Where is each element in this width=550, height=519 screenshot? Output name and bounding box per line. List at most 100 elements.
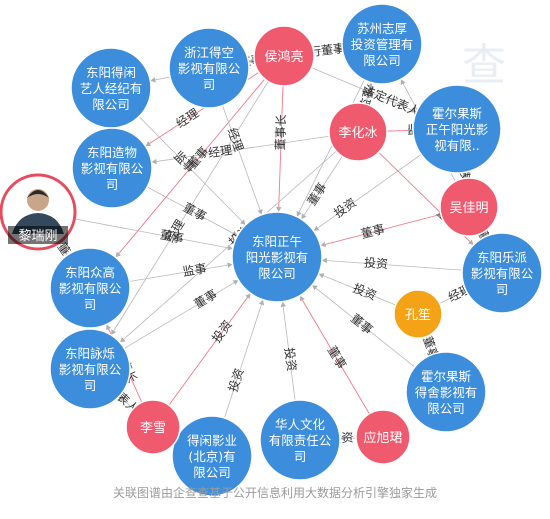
node-circle — [253, 25, 315, 87]
edge-label: 监事 — [182, 261, 208, 279]
edge-arrow — [227, 262, 233, 268]
node-lixue[interactable]: 李雪 — [125, 399, 181, 455]
edge-houhongliang-zhonggao — [89, 55, 285, 289]
edge-arrow — [318, 273, 325, 279]
node-label: 司 — [84, 297, 97, 312]
node-label: 东阳造物 — [87, 145, 137, 160]
node-label: 黎瑞刚 — [18, 229, 57, 244]
node-houhongliang[interactable]: 侯鸿亮 — [253, 25, 315, 87]
edge-arrow — [460, 290, 467, 296]
edge-arrow — [231, 230, 238, 236]
edge-arrow — [119, 337, 126, 343]
edge-label: 董事 — [359, 222, 386, 242]
node-label: 限公司 — [258, 266, 296, 281]
edge-arrow — [275, 206, 282, 213]
edge-label: 董事 — [348, 311, 376, 337]
edge-arrow — [145, 141, 152, 147]
edge-arrow — [240, 219, 246, 225]
node-label: 正午阳光影 — [426, 122, 489, 137]
edge-arrow — [461, 172, 468, 178]
node-circle — [461, 232, 543, 314]
node-circle — [355, 409, 411, 465]
node-label: 司 — [496, 282, 509, 297]
node-label: 李雪 — [140, 421, 166, 436]
edge-label: 投资 — [331, 194, 359, 220]
edge-arrow — [301, 213, 307, 220]
node-label: 司 — [294, 449, 307, 464]
edge-label: 经理 — [207, 143, 233, 160]
node-yingxujun[interactable]: 应旭珺 — [355, 409, 411, 465]
node-label: 得舍影视有 — [415, 385, 478, 400]
node-circle — [171, 415, 253, 497]
node-label: 阳光影视有 — [246, 250, 309, 265]
node-label: 限公司 — [92, 97, 130, 112]
node-wujiaming[interactable]: 吴佳明 — [439, 177, 499, 237]
edge-arrow — [245, 293, 251, 300]
node-label: 限公司 — [427, 401, 465, 416]
node-label: 影视有限公 — [81, 161, 144, 176]
node-label: 影视有限公 — [59, 362, 122, 377]
edge-label: 董事 — [192, 287, 220, 311]
node-label: 司 — [84, 378, 97, 393]
edge-arrow — [296, 210, 302, 217]
edge-arrow — [248, 58, 254, 64]
edge-label: 董事 — [325, 344, 349, 372]
node-label: 东阳众高 — [65, 265, 115, 280]
node-circle — [439, 177, 499, 237]
node-circle — [412, 84, 502, 174]
node-label: 影视有限公 — [178, 61, 241, 76]
edge-arrow — [320, 241, 327, 248]
edge-arrow — [115, 251, 121, 258]
node-liruigang[interactable]: 黎瑞刚 — [0, 173, 77, 251]
edge-arrow — [62, 249, 68, 255]
node-label: 东阳詠烁 — [65, 346, 115, 361]
edge-lihuabing-yongshuo — [89, 131, 359, 370]
node-circle — [341, 3, 423, 85]
node-label: 孔笙 — [405, 307, 431, 323]
node-label: 得闲影业 — [187, 433, 237, 448]
node-lihuabing[interactable]: 李化冰 — [328, 102, 388, 162]
watermark-text: 查 — [462, 40, 506, 91]
node-label: 浙江得空 — [184, 45, 234, 60]
edge-label: 董事 — [305, 180, 330, 208]
node-label: 东阳得闲 — [86, 65, 136, 80]
node-label: 有限责任公 — [269, 433, 332, 448]
avatar-hair — [27, 190, 49, 198]
node-label: 侯鸿亮 — [264, 49, 303, 65]
node-label: 李化冰 — [338, 126, 377, 141]
node-label: 司 — [106, 177, 119, 192]
node-label: 吴佳明 — [449, 201, 488, 216]
node-label: 霍尔果斯 — [432, 106, 482, 121]
edge-arrow — [410, 107, 417, 113]
footer-caption: 关联图谱由企查查基于公开信息利用大数据分析引擎独家生成 — [113, 485, 437, 500]
node-circle — [259, 399, 341, 481]
edge-arrow — [336, 46, 343, 53]
edge-label: 董事长 — [273, 114, 288, 150]
edge-arrow — [313, 225, 320, 231]
edge-arrow — [106, 324, 112, 331]
node-circle — [49, 328, 131, 410]
node-circle — [49, 247, 131, 329]
edge-arrow — [227, 245, 233, 251]
edge-arrow — [339, 435, 346, 442]
node-label: 华人文化 — [275, 417, 326, 432]
edge-label: 投资 — [225, 366, 247, 393]
edge-arrow — [232, 280, 239, 286]
node-label: 艺人经纪有 — [80, 81, 143, 96]
avatar-name-band — [8, 226, 68, 244]
node-kongsheng[interactable]: 孔笙 — [393, 289, 443, 339]
